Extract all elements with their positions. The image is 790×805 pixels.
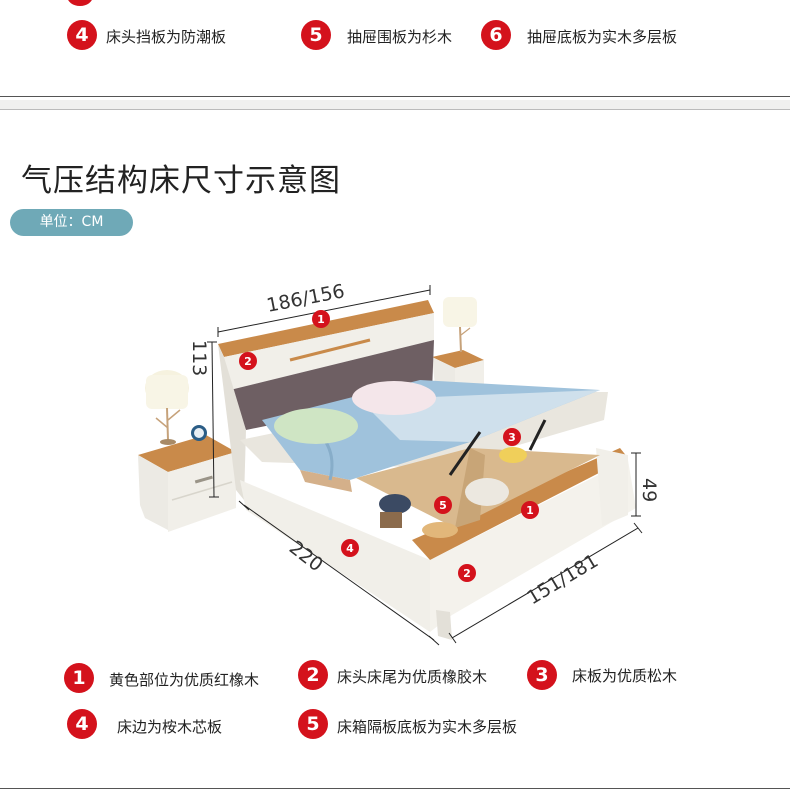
svg-text:1: 1 (317, 313, 325, 326)
dim-head-height: 113 (188, 340, 210, 376)
callout-2-foot: 2 (458, 564, 476, 582)
callout-1-head: 1 (312, 310, 330, 328)
dim-head-width: 186/156 (265, 280, 347, 317)
svg-text:2: 2 (463, 567, 471, 580)
legend-badge-5: 5 (298, 709, 328, 739)
svg-text:1: 1 (526, 504, 534, 517)
section-divider-band (0, 100, 790, 110)
section-title: 气压结构床尺寸示意图 (21, 163, 341, 199)
legend-badge-4: 4 (67, 709, 97, 739)
dim-foot-height: 49 (638, 478, 660, 502)
left-nightstand (138, 435, 236, 532)
pillows (274, 381, 436, 444)
callout-5-divider: 5 (434, 496, 452, 514)
svg-text:2: 2 (244, 355, 252, 368)
callout-1-foot: 1 (521, 501, 539, 519)
legend-text-1: 黄色部位为优质红橡木 (109, 671, 260, 689)
callout-2-head: 2 (239, 352, 257, 370)
feature-badge-6: 6 (481, 20, 511, 50)
section-divider-line (0, 96, 790, 97)
svg-text:4: 4 (346, 542, 354, 555)
feature-text-4: 床头挡板为防潮板 (106, 28, 227, 46)
legend-text-3: 床板为优质松木 (572, 667, 678, 685)
feature-badge-4: 4 (67, 20, 97, 50)
alarm-clock (191, 425, 207, 441)
feature-text-6: 抽屉底板为实木多层板 (527, 28, 678, 46)
gas-struts (448, 419, 547, 476)
callout-4-side: 4 (341, 539, 359, 557)
legend-text-4: 床边为桉木芯板 (117, 718, 223, 736)
legend-text-5: 床箱隔板底板为实木多层板 (337, 718, 518, 736)
feature-badge-5: 5 (301, 20, 331, 50)
previous-badge-fragment (67, 0, 93, 6)
svg-text:5: 5 (439, 499, 447, 512)
feature-text-5: 抽屉围板为杉木 (347, 28, 453, 46)
legend-badge-1: 1 (64, 663, 94, 693)
svg-text:3: 3 (508, 431, 516, 444)
unit-badge: 单位：CM (10, 209, 133, 236)
right-lamp (443, 297, 477, 353)
storage-compartment (356, 447, 600, 538)
headboard (218, 300, 434, 500)
left-lamp (145, 370, 189, 445)
legend-badge-2: 2 (298, 660, 328, 690)
bed-dimension-diagram: 186/156 113 49 220 151/181 1 2 3 4 5 1 2 (138, 280, 660, 646)
top-feature-strip: 4 床头挡板为防潮板 5 抽屉围板为杉木 6 抽屉底板为实木多层板 (0, 0, 790, 96)
bottom-divider-line (0, 788, 790, 789)
legend-badge-3: 3 (527, 660, 557, 690)
callout-3-board: 3 (503, 428, 521, 446)
legend-text-2: 床头床尾为优质橡胶木 (337, 668, 488, 686)
